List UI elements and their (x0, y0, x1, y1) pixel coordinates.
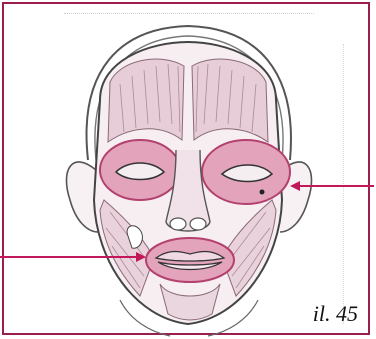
right-eye-marker (260, 190, 265, 195)
left-nostril (170, 218, 186, 230)
figure-caption: il. 45 (313, 303, 358, 325)
right-nostril (190, 218, 206, 230)
